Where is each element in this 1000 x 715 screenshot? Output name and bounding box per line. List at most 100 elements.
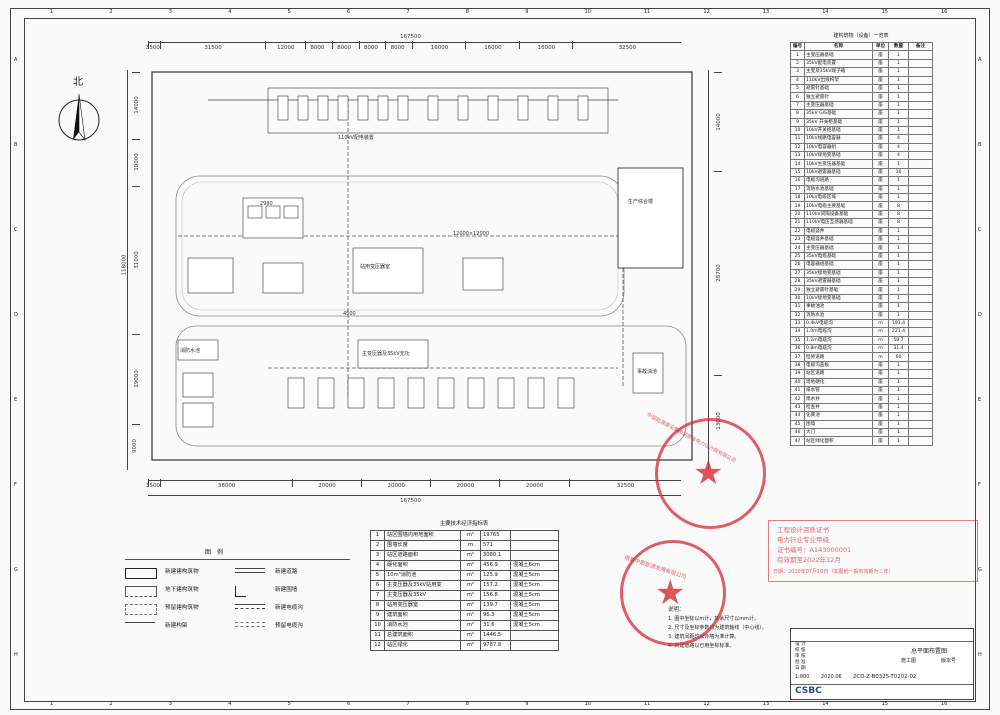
table-cell: 大门 bbox=[804, 427, 873, 438]
label-station-transformer: 站用变压器室 bbox=[360, 264, 391, 270]
border-number: 15 bbox=[881, 9, 888, 15]
table-cell: 47 bbox=[790, 436, 805, 446]
table-cell bbox=[908, 427, 933, 438]
table-cell: 35kV接地变基础 bbox=[804, 268, 873, 278]
table-cell: 35kV电缆基础 bbox=[804, 251, 873, 262]
table-cell: 156.8 bbox=[480, 590, 511, 602]
border-letter: C bbox=[978, 227, 982, 233]
table-cell: 125.9 bbox=[480, 570, 511, 582]
table-cell: 1 bbox=[888, 377, 909, 388]
dim-tick bbox=[358, 41, 360, 49]
table-cell: 26 bbox=[790, 260, 805, 270]
table-cell: 1 bbox=[888, 293, 909, 304]
dim-line-bottom-total bbox=[148, 495, 681, 496]
table-cell: 20 bbox=[790, 209, 805, 220]
dim-tick bbox=[148, 479, 149, 487]
dim-tick bbox=[385, 41, 387, 49]
dim-tick bbox=[518, 41, 520, 49]
stamp-line: 有效期至2022年12月 bbox=[777, 556, 841, 564]
legend-item-label: 新建围墙 bbox=[275, 587, 298, 593]
table-cell: m bbox=[872, 318, 889, 329]
dim-segment: 38000 bbox=[217, 483, 236, 489]
dim-tick bbox=[132, 424, 140, 426]
table-cell: 电缆沟盖板 bbox=[804, 360, 873, 371]
table-cell: 35kV配电装置 bbox=[804, 58, 873, 69]
border-number: 8 bbox=[465, 9, 469, 15]
table-cell bbox=[908, 276, 933, 287]
dim-tick bbox=[568, 479, 570, 487]
table-cell bbox=[908, 327, 933, 337]
table-cell: 混凝土5cm bbox=[510, 600, 559, 612]
table-cell: 座 bbox=[872, 218, 889, 228]
table-cell: 座 bbox=[872, 109, 889, 119]
table-cell: 58.7 bbox=[888, 335, 909, 346]
table-cell: 硬化面积 bbox=[384, 560, 461, 572]
stamp-line: 电力行业专业甲级 bbox=[777, 536, 829, 544]
table-cell: 13 bbox=[790, 151, 805, 161]
table-cell: 8 bbox=[370, 600, 385, 612]
table-cell: 1 bbox=[888, 109, 909, 119]
table-cell: 1 bbox=[888, 302, 909, 312]
table-cell: 座 bbox=[872, 243, 889, 253]
dim-tick bbox=[331, 41, 333, 49]
table-cell: 站区道路面积 bbox=[384, 550, 461, 562]
table-cell bbox=[908, 268, 933, 278]
table-cell: m² bbox=[460, 630, 481, 642]
dim-tick bbox=[264, 41, 266, 49]
label-110kv-distribution: 110kV配电装置 bbox=[338, 135, 374, 141]
table-cell: 1 bbox=[888, 75, 909, 85]
table-cell: 1 bbox=[888, 268, 909, 278]
table-cell: 10kV接地变基础 bbox=[804, 293, 873, 304]
table-cell bbox=[908, 193, 933, 203]
table-cell: 46 bbox=[790, 427, 805, 438]
table-cell: 座 bbox=[872, 159, 889, 169]
dim-tick bbox=[714, 374, 722, 376]
table-cell: 10kV主变压器基础 bbox=[804, 159, 873, 169]
border-number: 6 bbox=[347, 701, 351, 707]
border-number: 2 bbox=[109, 701, 113, 707]
border-letter: E bbox=[978, 397, 982, 403]
company-logo: CSBC bbox=[795, 686, 822, 696]
table-cell: 16 bbox=[888, 167, 909, 178]
dim-segment: 31500 bbox=[204, 45, 222, 51]
table-cell: 110kV电压互感器基础 bbox=[804, 218, 873, 228]
table-cell bbox=[908, 134, 933, 144]
table-cell: 座 bbox=[872, 310, 889, 320]
stamp-line: 证书编号：A143000001 bbox=[777, 546, 852, 554]
table-cell: 围墙 bbox=[804, 419, 873, 429]
table-cell: 消防水池 bbox=[804, 310, 873, 320]
border-letter: D bbox=[978, 312, 982, 318]
table-cell: 座 bbox=[872, 134, 889, 144]
table-cell: 14 bbox=[790, 159, 805, 169]
table-cell: 座 bbox=[872, 117, 889, 127]
table-cell: 独立避雷针 bbox=[804, 92, 873, 102]
table-cell bbox=[510, 540, 559, 552]
border-number: 14 bbox=[822, 701, 829, 707]
version-label: 版本号 bbox=[941, 658, 957, 664]
table-cell: 1 bbox=[888, 234, 909, 245]
legend-item-label: 新建道路 bbox=[275, 569, 298, 575]
legend: 图 例 新建建构筑物地下建构筑物预留建构筑物新建构架新建道路新建围墙新建电缆沟预… bbox=[125, 550, 355, 640]
dim-tick bbox=[430, 479, 432, 487]
border-number: 11 bbox=[644, 9, 651, 15]
table-cell: 17 bbox=[790, 184, 805, 195]
table-cell: 座 bbox=[872, 58, 889, 69]
table-cell bbox=[908, 83, 933, 94]
table-cell: 25 bbox=[790, 251, 805, 262]
table-cell: 座 bbox=[872, 67, 889, 77]
table-cell: 独立避雷针基础 bbox=[804, 285, 873, 295]
table-cell: 35kV GIS基础 bbox=[804, 109, 873, 119]
table-cell: 场地硬化 bbox=[804, 377, 873, 388]
table-cell: 1 bbox=[888, 385, 909, 396]
table-cell bbox=[908, 176, 933, 186]
table-cell: 10kV开关柜基础 bbox=[804, 125, 873, 136]
site-plan-drawing bbox=[151, 71, 693, 461]
